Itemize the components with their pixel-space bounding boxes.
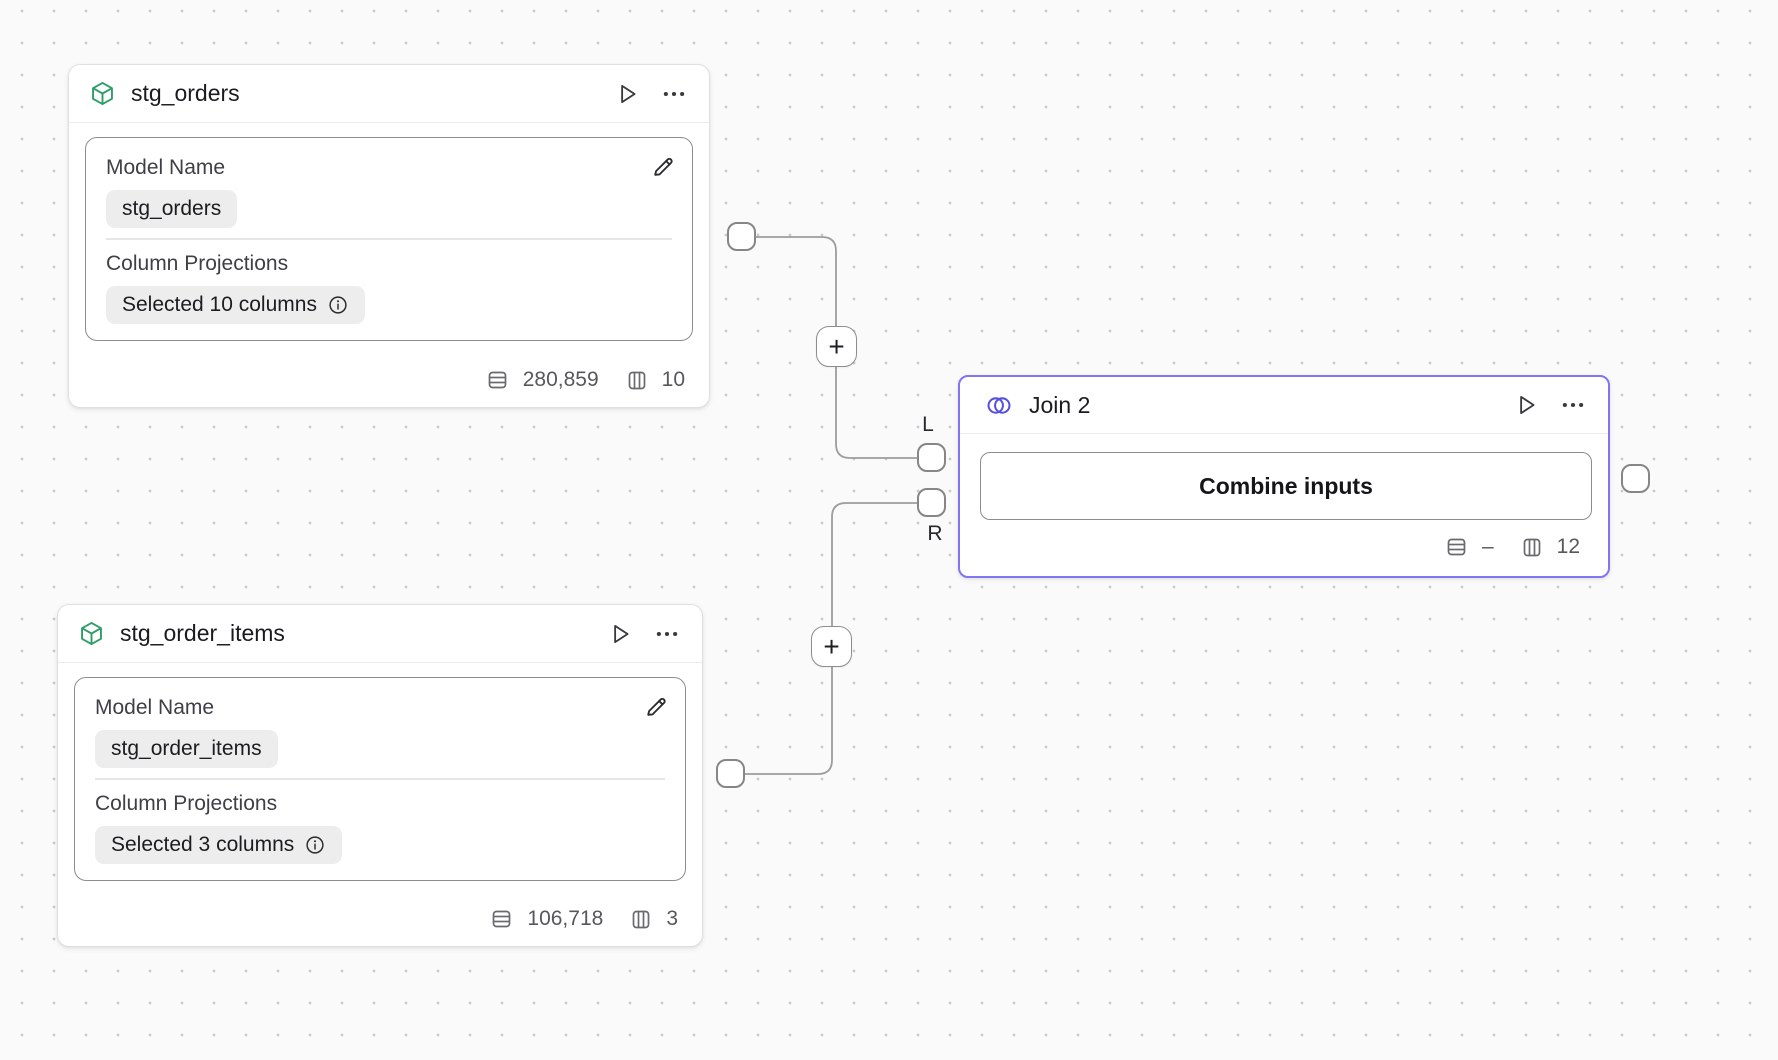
pencil-icon[interactable]: [643, 694, 669, 720]
table-columns-icon: [629, 907, 653, 932]
node-join-2[interactable]: Join 2 Combine inputs: [958, 375, 1610, 578]
column-projections-label: Column Projections: [106, 251, 289, 275]
model-name-value: stg_orders: [106, 190, 238, 228]
pencil-icon[interactable]: [650, 154, 676, 180]
add-node-button-top-edge[interactable]: +: [816, 326, 857, 367]
ellipsis-icon[interactable]: [661, 81, 687, 107]
combine-inputs-button[interactable]: Combine inputs: [980, 452, 1592, 520]
node-header: stg_order_items: [58, 605, 702, 663]
column-projections-badge[interactable]: Selected 3 columns: [95, 825, 343, 864]
column-count: 12: [1556, 535, 1580, 558]
column-projections-badge[interactable]: Selected 10 columns: [106, 285, 365, 324]
column-count: 10: [661, 368, 685, 391]
cube-icon: [89, 80, 116, 107]
info-icon[interactable]: [304, 834, 326, 856]
left-input-label: L: [922, 413, 934, 436]
play-icon[interactable]: [607, 621, 633, 647]
node-stats: – 12: [1444, 527, 1580, 567]
node-stg-orders[interactable]: stg_orders: [68, 64, 710, 408]
node-title: Join 2: [1029, 391, 1091, 418]
ellipsis-icon[interactable]: [1560, 392, 1586, 418]
column-projections-label: Column Projections: [95, 791, 278, 815]
table-rows-icon: [485, 368, 510, 392]
card-divider: [106, 238, 672, 240]
model-settings-card: Model Name stg_order_items Column Projec…: [74, 677, 686, 881]
model-settings-card: Model Name stg_orders Column Projections…: [85, 137, 693, 341]
right-input-label: R: [927, 522, 943, 545]
output-port-stg-orders[interactable]: [727, 222, 756, 251]
node-stats: 280,859 10: [485, 360, 685, 400]
node-header: stg_orders: [69, 65, 709, 123]
node-stats: 106,718 3: [489, 899, 678, 939]
table-columns-icon: [625, 368, 649, 393]
model-name-value: stg_order_items: [95, 730, 278, 768]
node-title: stg_order_items: [120, 620, 285, 646]
ellipsis-icon[interactable]: [654, 621, 680, 647]
column-count: 3: [666, 907, 678, 930]
join-left-input-port[interactable]: [917, 443, 946, 472]
table-rows-icon: [489, 907, 514, 931]
model-name-label: Model Name: [95, 696, 215, 719]
model-name-label: Model Name: [106, 156, 226, 179]
join-right-input-port[interactable]: [917, 488, 946, 517]
output-port-join[interactable]: [1621, 464, 1650, 493]
row-count: –: [1481, 535, 1494, 558]
row-count: 106,718: [527, 907, 604, 930]
table-rows-icon: [1444, 535, 1469, 559]
cube-icon: [78, 620, 105, 647]
table-columns-icon: [1520, 535, 1544, 560]
node-header: Join 2: [960, 377, 1608, 434]
node-stg-order-items[interactable]: stg_order_items: [57, 604, 703, 947]
venn-icon: [984, 392, 1014, 419]
add-node-button-bottom-edge[interactable]: +: [811, 626, 852, 667]
card-divider: [95, 778, 665, 780]
play-icon[interactable]: [614, 81, 640, 107]
play-icon[interactable]: [1513, 392, 1539, 418]
info-icon[interactable]: [327, 294, 349, 316]
row-count: 280,859: [522, 368, 599, 391]
output-port-stg-order-items[interactable]: [716, 759, 745, 788]
node-title: stg_orders: [131, 80, 240, 106]
